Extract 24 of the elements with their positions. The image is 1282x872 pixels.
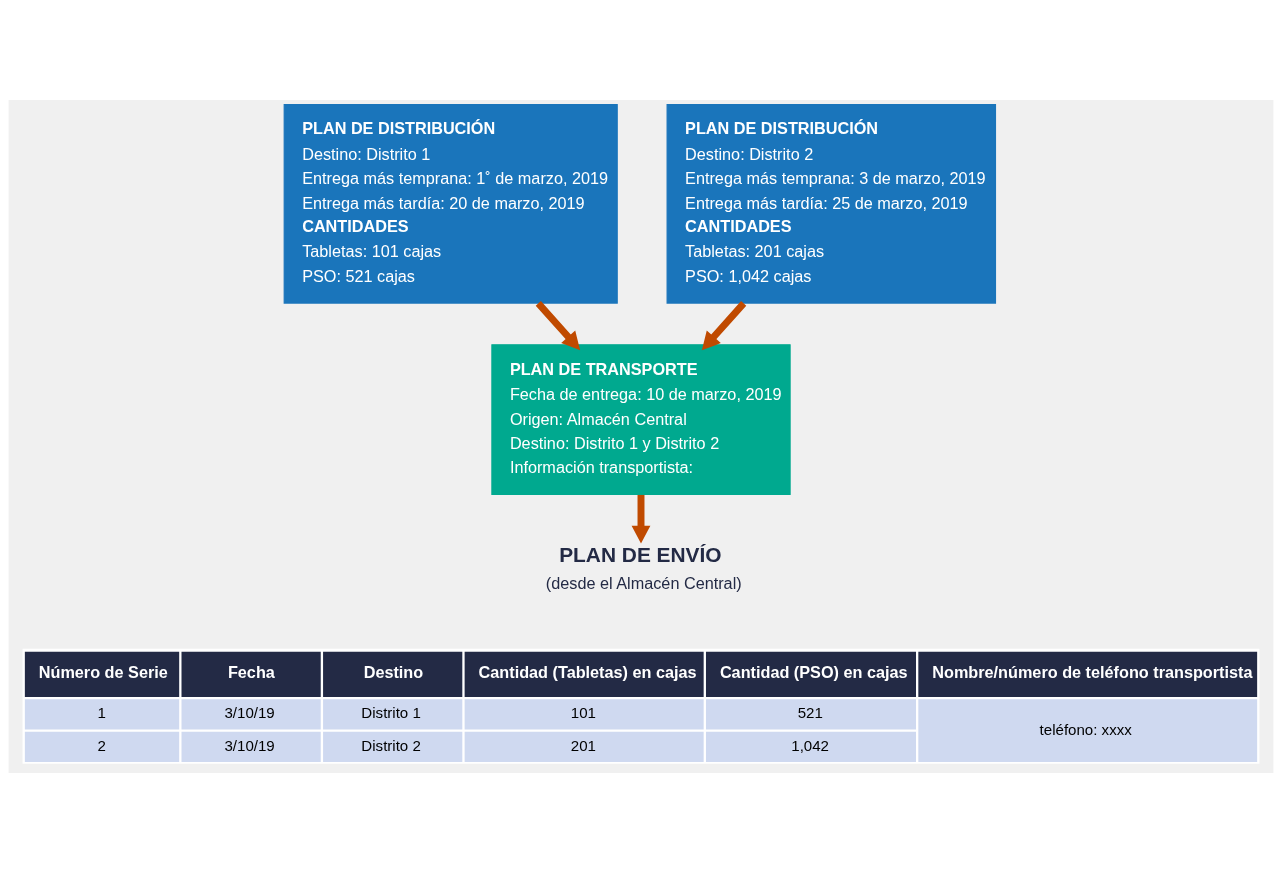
label: Fecha: [227, 662, 275, 680]
node-box: PLAN DE DISTRIBUCIÓN Destino: Distrito 1 Entrega más temprana: 1˚ de marzo, 2019 Entrega más tardía: 20 de marzo, 2019 CANTIDADES Tabletas: 101 cajas PSO: 521 cajas: [283, 103, 618, 304]
arrow: [535, 300, 581, 350]
label: Destino: [363, 662, 424, 680]
label: 3/10/19: [224, 703, 275, 721]
label: 521: [797, 703, 823, 721]
label: Número de Serie: [38, 662, 168, 680]
label: Distrito 2: [361, 736, 421, 754]
label: 3/10/19: [224, 736, 275, 754]
label: Distrito 1: [361, 703, 421, 721]
label: 1,042: [791, 736, 829, 754]
node-text: PLAN DE ENVÍO (desde el Almacén Central): [545, 542, 742, 592]
node-box: PLAN DE DISTRIBUCIÓN Destino: Distrito 2 Entrega más temprana: 3 de marzo, 2019 Entrega más tardía: 25 de marzo, 2019 CANTIDADES Tabletas: 201 cajas PSO: 1,042 cajas: [666, 103, 997, 304]
label: 101: [570, 703, 596, 721]
label: 1: [97, 703, 106, 721]
label: Nombre/número de teléfono transportista: [932, 662, 1253, 680]
arrow: [631, 494, 651, 544]
label: 201: [570, 736, 596, 754]
node-box: PLAN DE TRANSPORTE Fecha de entrega: 10 de marzo, 2019 Origen: Almacén Central Destino: Distrito 1 y Distrito 2 Información transportista:: [491, 343, 791, 495]
label: Cantidad (PSO) en cajas: [719, 662, 908, 680]
label: teléfono: xxxx: [1039, 720, 1132, 738]
arrow: [701, 300, 747, 350]
label: Cantidad (Tabletas) en cajas: [478, 662, 697, 680]
label: 2: [97, 736, 106, 754]
